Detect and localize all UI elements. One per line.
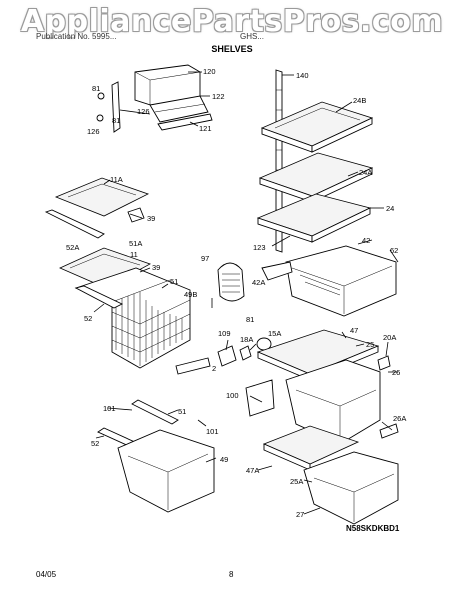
part-11-glass-shelf <box>59 247 151 289</box>
callout-62: 62 <box>390 246 398 255</box>
callout-24A: 24A <box>359 168 372 177</box>
part-49-storage-bin <box>117 429 215 513</box>
part-109-light-housing <box>217 345 237 367</box>
callout-140: 140 <box>296 71 309 80</box>
callout-52A: 52A <box>66 243 79 252</box>
footer-date: 04/05 <box>36 570 57 579</box>
part-24-shelf <box>256 193 372 243</box>
callout-81: 81 <box>112 116 120 125</box>
callout-25A: 25A <box>290 477 303 486</box>
part-24B-shelf <box>260 101 374 153</box>
callout-24B: 24B <box>353 96 366 105</box>
callout-51A: 51A <box>129 239 142 248</box>
part-25-crisper-drawer <box>285 359 381 445</box>
callout-101: 101 <box>206 427 219 436</box>
callout-126: 126 <box>87 127 100 136</box>
callout-109: 109 <box>218 329 231 338</box>
callout-52: 52 <box>84 314 92 323</box>
part-120-mini-drawer <box>134 64 213 131</box>
callout-101: 101 <box>103 404 116 413</box>
callout-26A: 26A <box>393 414 406 423</box>
callout-120: 120 <box>203 67 216 76</box>
callout-49B: 49B <box>184 290 197 299</box>
callout-121: 121 <box>199 124 212 133</box>
callout-26: 26 <box>392 368 400 377</box>
part-27-crisper-drawer <box>303 451 399 525</box>
callout-47: 47 <box>350 326 358 335</box>
leader-lines <box>93 71 399 515</box>
part-97-air-diffuser <box>211 262 245 308</box>
watermark: AppliancePartsPros.com <box>20 4 444 39</box>
callout-25: 25 <box>366 340 374 349</box>
part-62-deli-drawer <box>261 245 397 317</box>
part-18A-socket <box>239 345 252 361</box>
callout-11A: 11A <box>110 175 123 184</box>
callout-81: 81 <box>92 84 100 93</box>
callout-51: 51 <box>170 277 178 286</box>
part-51-slide-rail <box>131 399 179 425</box>
callout-81: 81 <box>246 315 254 324</box>
part-24A-shelf <box>258 152 374 203</box>
callout-39: 39 <box>147 214 155 223</box>
callout-18A: 18A <box>240 335 253 344</box>
part-49B-wire-basket <box>74 267 191 369</box>
callout-51: 51 <box>178 407 186 416</box>
part-2-trim <box>175 357 211 375</box>
callout-49: 49 <box>220 455 228 464</box>
page-title: SHELVES <box>211 44 253 54</box>
part-20A-cover-support <box>377 355 391 371</box>
callout-42A: 42A <box>252 278 265 287</box>
part-11A-glass-shelf <box>44 177 150 239</box>
model-number: GHS... <box>240 32 265 41</box>
callout-27: 27 <box>296 510 304 519</box>
callout-100: 100 <box>226 391 239 400</box>
callout-24: 24 <box>386 204 394 213</box>
part-100-crisper-frame <box>245 379 275 417</box>
part-126-slide-rail <box>96 81 151 133</box>
diagram-code: N58SKDKBD1 <box>346 524 400 533</box>
callout-97: 97 <box>201 254 209 263</box>
callout-2: 2 <box>212 364 216 373</box>
callout-126: 126 <box>137 107 150 116</box>
part-26A-slide <box>379 423 399 439</box>
callout-52: 52 <box>91 439 99 448</box>
publication-number: Publication No. 5995... <box>36 32 117 41</box>
callout-11: 11 <box>130 250 138 259</box>
callout-20A: 20A <box>383 333 396 342</box>
part-47A-crisper-cover <box>262 425 360 471</box>
page-number: 8 <box>229 570 234 579</box>
callout-122: 122 <box>212 92 225 101</box>
callout-47A: 47A <box>246 466 259 475</box>
callout-123: 123 <box>253 243 266 252</box>
callout-15A: 15A <box>268 329 281 338</box>
callout-39: 39 <box>152 263 160 272</box>
callout-42: 42 <box>362 236 370 245</box>
